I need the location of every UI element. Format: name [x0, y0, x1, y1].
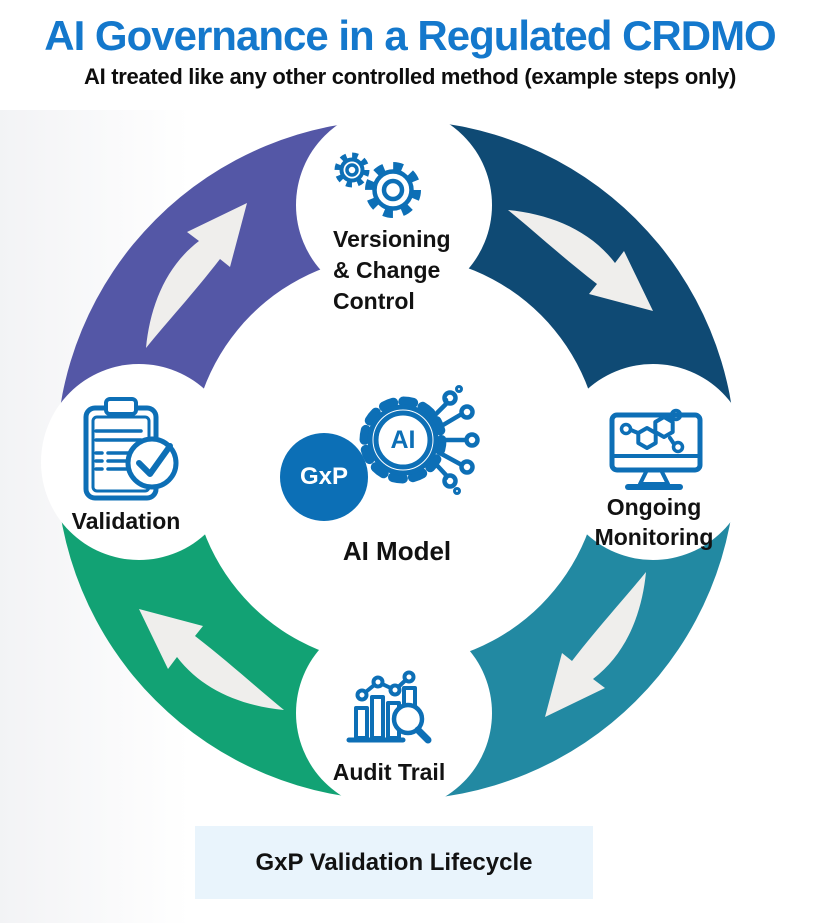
monitor-molecule-icon [609, 408, 703, 490]
chart-magnifier-icon [346, 670, 432, 744]
cutout-right [555, 364, 751, 560]
step-label-line: Versioning [333, 226, 451, 252]
page-title: AI Governance in a Regulated CRDMO [44, 12, 776, 59]
flow-arrows [139, 203, 653, 717]
step-label-line: Validation [71, 508, 181, 534]
step-label-versioning-change-control: Versioning & Change Control [333, 224, 503, 317]
flow-arrow-icon [146, 203, 247, 348]
step-label-line: Control [333, 288, 415, 314]
gears-icon [334, 152, 421, 218]
page-subtitle: AI treated like any other controlled met… [84, 64, 736, 89]
step-label-line: Ongoing [606, 494, 702, 520]
step-label-ongoing-monitoring: Ongoing Monitoring [563, 492, 745, 552]
step-label-validation: Validation [46, 506, 206, 537]
gxp-badge-label: GxP [299, 463, 349, 490]
gxp-badge [280, 433, 368, 521]
step-label-line: & Change [333, 257, 441, 283]
clipboard-check-icon [83, 397, 179, 501]
step-label-line: Monitoring [594, 524, 714, 550]
center-label-ai-model: AI Model [342, 536, 452, 566]
footer-box: GxP Validation Lifecycle [195, 826, 593, 899]
footer-label: GxP Validation Lifecycle [255, 848, 533, 876]
ai-gear-label: AI [390, 426, 416, 454]
step-label-audit-trail: Audit Trail [308, 757, 470, 788]
step-label-line: Audit Trail [332, 759, 446, 785]
ai-gear-circuit-icon [359, 385, 480, 495]
